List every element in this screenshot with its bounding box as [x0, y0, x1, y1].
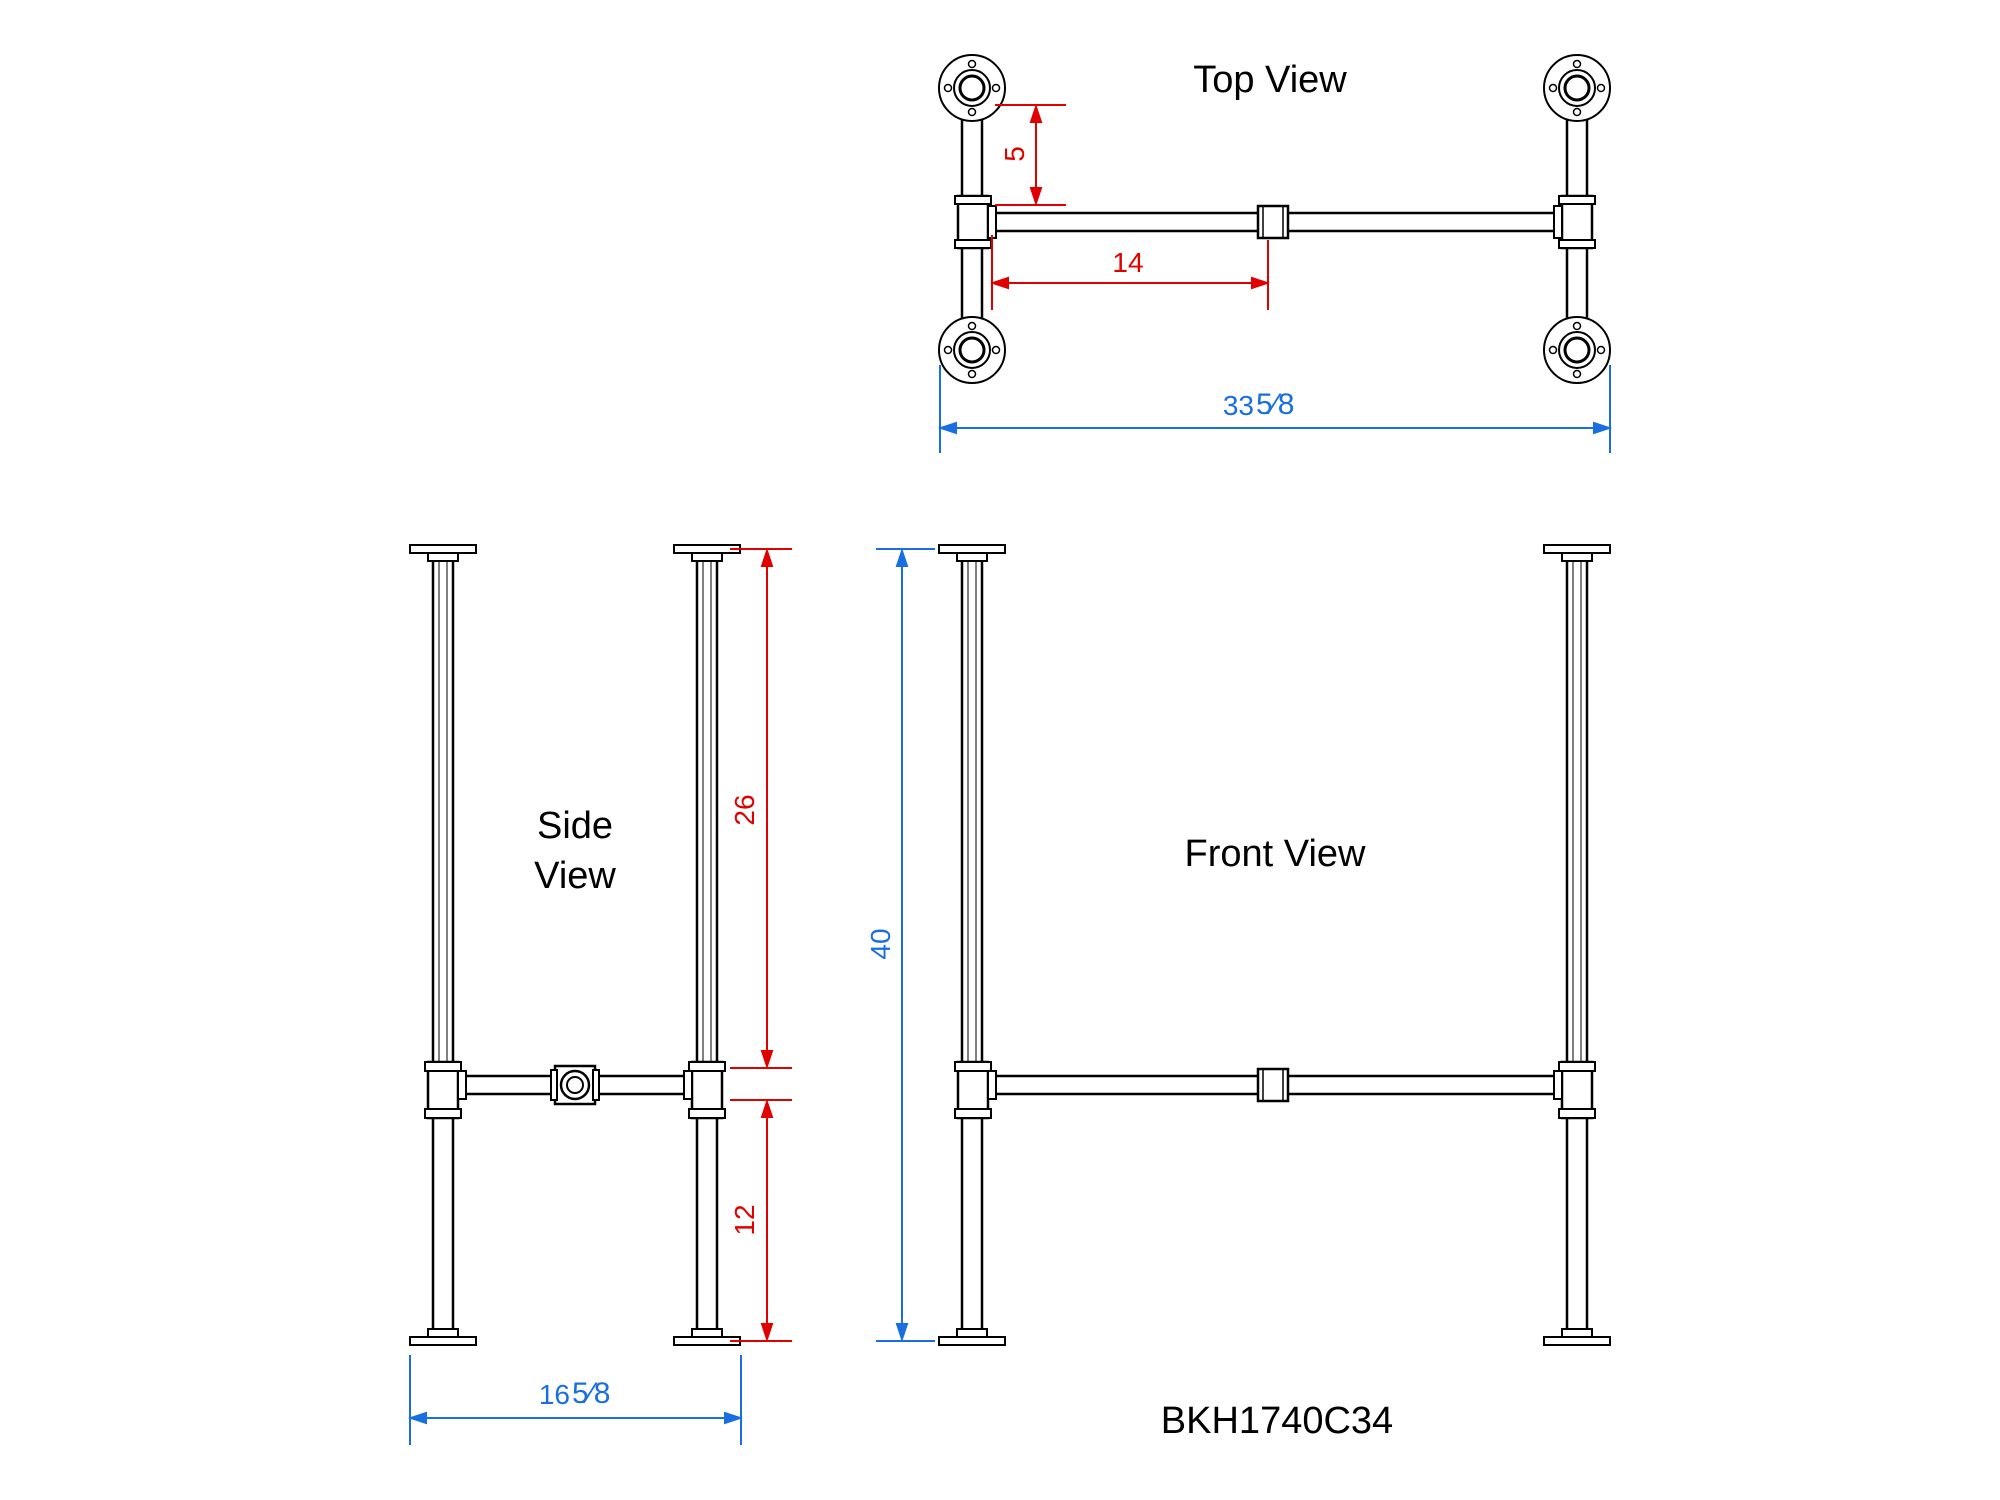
top-width-dimension — [937, 365, 1613, 453]
top-tee-span-dimension — [989, 235, 1271, 310]
front-height-dimension — [876, 547, 935, 1343]
side-lower-value: 12 — [729, 1204, 760, 1235]
side-width-whole: 16 — [539, 1379, 570, 1410]
front-height-value: 40 — [865, 928, 896, 959]
top-offset-value: 5 — [999, 146, 1030, 162]
model-number: BKH1740C34 — [1161, 1400, 1393, 1442]
top-offset-dimension — [995, 103, 1066, 207]
side-upper-dimension — [730, 547, 792, 1070]
side-lower-dimension — [730, 1098, 792, 1343]
side-upper-value: 26 — [729, 794, 760, 825]
side-view-label-line2: View — [534, 855, 616, 897]
top-view — [937, 53, 1612, 385]
side-view-label-line1: Side — [537, 805, 613, 847]
side-view — [409, 544, 741, 1346]
top-view-label: Top View — [1193, 59, 1347, 101]
front-view-label: Front View — [1185, 833, 1366, 875]
top-width-whole: 33 — [1223, 390, 1254, 421]
side-width-dimension — [407, 1355, 744, 1445]
side-width-fraction: 5⁄8 — [572, 1377, 610, 1410]
front-view — [938, 544, 1611, 1346]
top-width-fraction: 5⁄8 — [1256, 388, 1294, 421]
top-tee-span-value: 14 — [1112, 247, 1143, 278]
